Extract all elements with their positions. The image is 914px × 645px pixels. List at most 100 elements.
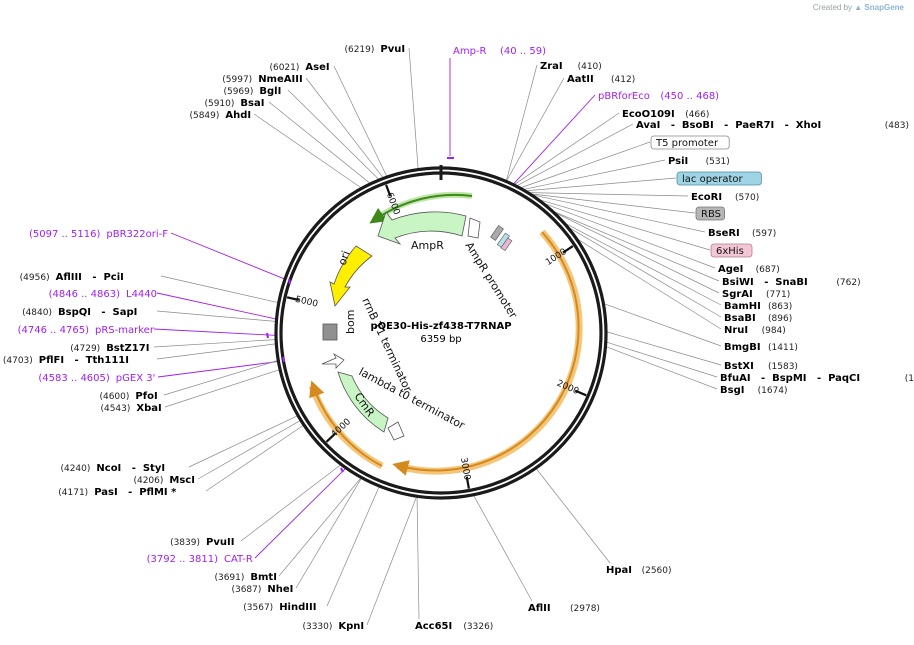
leader-line [569, 227, 722, 318]
site-label-right[interactable]: EcoO109I (466) [622, 109, 709, 120]
pgex3-mark [282, 356, 285, 363]
site-label-left[interactable]: BspQI - SapI(4840) [22, 307, 137, 318]
small-feature-3 [500, 237, 513, 252]
site-label-left[interactable]: BmtI(3691) [214, 572, 276, 583]
site-label-left[interactable]: AhdI(5849) [189, 110, 251, 121]
tick-marks [286, 184, 587, 489]
site-label-left[interactable]: BglI(5969) [223, 86, 281, 97]
site-label-right[interactable]: RBS [695, 206, 726, 221]
leader-line [156, 292, 276, 320]
site-label-bottom[interactable]: Acc65I(3326) [415, 621, 493, 632]
site-label-left[interactable]: PfoI(4600) [99, 391, 157, 402]
site-label-right[interactable]: BsiWI - SnaBI(762) [722, 277, 861, 288]
site-label-left[interactable]: PvuII(3839) [170, 537, 234, 548]
snapgene-logo-icon: ▲ [854, 3, 863, 12]
site-label-left[interactable]: BsaI(5910) [204, 98, 264, 109]
site-position: (466) [685, 110, 709, 120]
tick-mark [286, 296, 300, 302]
site-label-right[interactable]: BamHI(863) [724, 301, 792, 312]
site-position: (3792 .. 3811) [147, 554, 219, 565]
site-label-right[interactable]: AvaI - BsoBI - PaeR7I - XhoI(483) [636, 120, 909, 131]
site-label-left[interactable]: BstZ17I(4729) [70, 343, 149, 354]
small-feature-1 [490, 225, 504, 241]
site-label-left[interactable]: MscI(4206) [133, 475, 195, 486]
site-position: (4206) [133, 476, 163, 486]
site-label-left[interactable]: HindIII(3567) [243, 602, 316, 613]
site-label-right[interactable]: BfuAI - BspMI - PaqCI(1646) [720, 373, 914, 384]
site-label-right[interactable]: T5 promoter [650, 135, 730, 150]
site-position: (1411) [768, 343, 798, 353]
credit-brand: SnapGene [864, 3, 904, 12]
site-name: NruI [724, 325, 748, 336]
site-name: AgeI [718, 264, 743, 275]
cmr-feature [337, 371, 389, 433]
leader-line [606, 331, 722, 366]
site-name: EcoO109I [622, 109, 675, 120]
site-name: pGEX 3' [116, 373, 156, 384]
site-label-left[interactable]: PasI - PflMI *(4171) [58, 487, 177, 498]
tick-mark [562, 245, 574, 254]
site-label-left[interactable]: L4440(4846 .. 4863) [49, 289, 157, 300]
site-label-right[interactable]: PsiI(531) [668, 156, 730, 167]
site-label-left[interactable]: NmeAIII(5997) [222, 74, 302, 85]
leader-line [531, 193, 696, 214]
site-name: ZraI [540, 61, 563, 72]
site-label-right[interactable]: 6xHis [710, 243, 753, 258]
site-position: (4956) [20, 273, 50, 283]
site-label-left[interactable]: NcoI - StyI(4240) [60, 463, 165, 474]
leader-line [606, 341, 718, 378]
leader-line [153, 339, 276, 348]
site-label-left[interactable]: CAT-R(3792 .. 3811) [147, 554, 253, 565]
leader-line [333, 65, 387, 177]
site-label-left[interactable]: pGEX 3' (4583 .. 4605) [38, 373, 155, 384]
site-position: (6021) [269, 63, 299, 73]
site-position: (771) [766, 290, 790, 300]
tick-label: 2000 [555, 379, 580, 397]
site-label-right[interactable]: ZraI(410) [540, 61, 602, 72]
ampr-feature [377, 211, 467, 245]
site-position: (762) [836, 278, 860, 288]
site-label-left[interactable]: pRS-marker(4746 .. 4765) [18, 325, 155, 336]
site-label-top[interactable]: Amp-R(40 .. 59) [453, 46, 546, 57]
site-label-bottom[interactable]: HpaI(2560) [606, 565, 672, 576]
site-label-right[interactable]: AatII(412) [567, 74, 635, 85]
site-label-right[interactable]: BseRI(597) [708, 228, 776, 239]
leader-line [529, 192, 689, 197]
leader-line [521, 141, 651, 188]
site-label-right[interactable]: SgrAI (771) [722, 289, 790, 300]
leader-line [156, 343, 276, 360]
site-name: BspQI - SapI [58, 307, 137, 318]
plasmid-name: pQE30-His-zf438-T7RNAP [370, 321, 511, 332]
site-name: NcoI - StyI [96, 463, 165, 474]
site-label-right[interactable]: AgeI(687) [718, 264, 780, 275]
site-label-right[interactable]: EcoRI(570) [691, 192, 759, 203]
site-label-left[interactable]: pBR322ori-F(5097 .. 5116) [29, 229, 168, 240]
site-label-left[interactable]: AseI(6021) [269, 62, 329, 73]
leader-line [540, 199, 711, 251]
site-label-right[interactable]: BsaBI(896) [724, 313, 792, 324]
site-name: SgrAI [722, 289, 753, 300]
site-name: BsgI [720, 385, 744, 396]
site-position: (2978) [570, 604, 600, 614]
site-label-left[interactable]: PflFI - Tth111I(4703) [3, 355, 129, 366]
leader-line [604, 303, 722, 347]
site-label-left[interactable]: KpnI(3330) [302, 621, 364, 632]
site-label-right[interactable]: BmgBI(1411) [724, 342, 798, 353]
site-label-left[interactable]: XbaI(4543) [100, 403, 161, 414]
leader-line [545, 203, 716, 269]
site-position: (4583 .. 4605) [38, 373, 110, 384]
feature-box-label: 6xHis [716, 246, 744, 257]
site-label-right[interactable]: BstXI(1583) [724, 361, 798, 372]
site-position: (412) [611, 75, 635, 85]
feature-box-label: RBS [701, 209, 721, 220]
site-label-left[interactable]: AflIII - PciI(4956) [20, 272, 124, 283]
site-position: (1674) [758, 386, 788, 396]
site-label-left[interactable]: NheI(3687) [231, 584, 293, 595]
site-label-bottom[interactable]: AflII(2978) [528, 603, 600, 614]
site-label-right[interactable]: BsgI (1674) [720, 385, 788, 396]
site-label-right[interactable]: pBRforEco(450 .. 468) [598, 91, 719, 102]
site-label-right[interactable]: lac operator [676, 171, 762, 186]
site-label-left[interactable]: PvuI(6219) [344, 44, 405, 55]
leader-line [160, 275, 278, 303]
site-label-right[interactable]: NruI(984) [724, 325, 786, 336]
